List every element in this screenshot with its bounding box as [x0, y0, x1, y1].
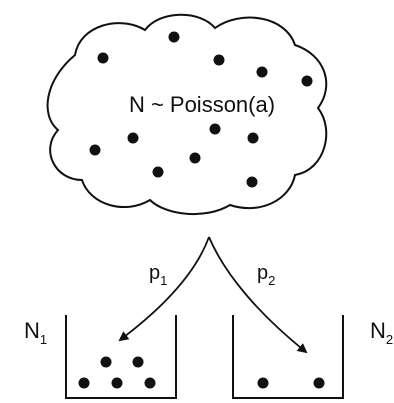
- cloud-dot: [246, 176, 258, 188]
- cloud-dot: [256, 66, 268, 78]
- right-bin-dot: [313, 377, 325, 389]
- cloud-dots: [89, 31, 313, 188]
- left-branch-arrow: [118, 236, 210, 342]
- cloud-dot: [97, 52, 109, 64]
- left-bin: [65, 315, 177, 399]
- right-branch-label: p2: [257, 262, 275, 288]
- left-branch-label-main: p: [149, 262, 160, 284]
- cloud-dot: [247, 132, 259, 144]
- right-bin-label-subscript: 2: [386, 332, 393, 347]
- left-bin-dot: [100, 356, 112, 368]
- left-bin-dots: [78, 356, 156, 389]
- right-bin-dot: [257, 377, 269, 389]
- cloud-dot: [89, 144, 101, 156]
- left-branch-label-subscript: 1: [160, 273, 167, 288]
- left-bin-label-subscript: 1: [40, 332, 47, 347]
- cloud-dot: [168, 31, 180, 43]
- left-bin-dot: [132, 356, 144, 368]
- right-bin-label-main: N: [370, 318, 386, 343]
- cloud-dot: [189, 152, 201, 164]
- left-branch-label: p1: [149, 262, 167, 288]
- cloud-dot: [127, 132, 139, 144]
- right-bin-dots: [257, 377, 325, 389]
- right-branch-arrow: [208, 236, 308, 354]
- right-bin: [232, 315, 344, 399]
- left-bin-dot: [144, 377, 156, 389]
- left-bin-dot: [111, 377, 123, 389]
- right-branch-label-main: p: [257, 262, 268, 284]
- left-bin-label: N1: [24, 318, 47, 347]
- left-bin-label-main: N: [24, 318, 40, 343]
- cloud-dot: [209, 123, 221, 135]
- cloud-outline: [46, 13, 328, 216]
- left-bin-dot: [78, 377, 90, 389]
- cloud-label: N ~ Poisson(a): [129, 92, 275, 117]
- cloud-dot: [301, 75, 313, 87]
- cloud-dot: [213, 54, 225, 66]
- cloud-dot: [152, 166, 164, 178]
- right-bin-label: N2: [370, 318, 393, 347]
- right-branch-label-subscript: 2: [268, 273, 275, 288]
